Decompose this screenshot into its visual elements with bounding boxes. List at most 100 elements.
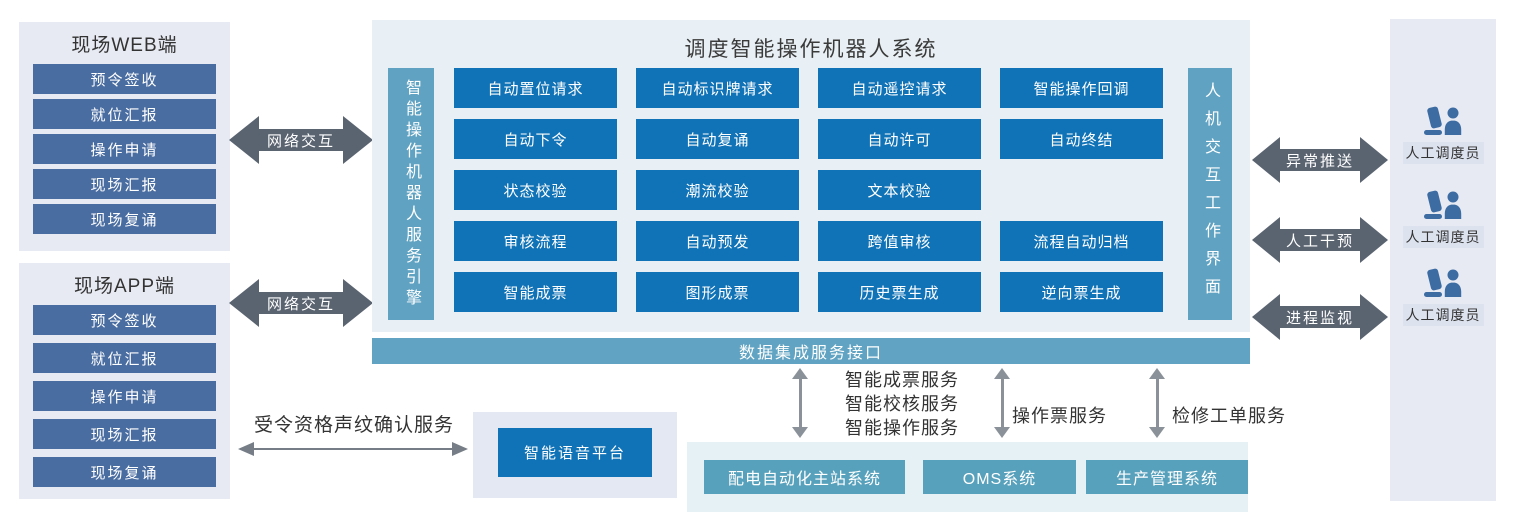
dispatcher-panel: 人工调度员 人工调度员 人工调度 <box>1390 19 1496 501</box>
arrow-head-right <box>1360 217 1388 263</box>
function-cell: 自动下令 <box>454 119 617 159</box>
arrow-head-right <box>343 279 373 327</box>
web-item: 预令签收 <box>33 64 216 94</box>
app-item: 预令签收 <box>33 305 216 335</box>
integration-arrow <box>1149 368 1165 438</box>
arrow-head-up <box>994 368 1010 379</box>
arrow-head-right <box>1360 137 1388 183</box>
web-item: 就位汇报 <box>33 99 216 129</box>
service-engine-bar: 智能操作机器人服务引擎 <box>388 68 434 320</box>
ticket-services-labels: 智能成票服务 智能校核服务 智能操作服务 <box>845 368 959 440</box>
grid-row: 自动下令 自动复诵 自动许可 自动终结 <box>454 119 1163 159</box>
web-item: 操作申请 <box>33 134 216 164</box>
arrow-shaft <box>798 379 802 427</box>
external-systems-panel: 配电自动化主站系统 OMS系统 生产管理系统 <box>687 442 1248 512</box>
function-cell: 历史票生成 <box>818 272 981 312</box>
function-cell: 图形成票 <box>636 272 799 312</box>
arrow-head-down <box>792 427 808 438</box>
service-label: 智能校核服务 <box>845 394 959 414</box>
grid-row: 智能成票 图形成票 历史票生成 逆向票生成 <box>454 272 1163 312</box>
arrow-head-left <box>229 116 259 164</box>
function-cell: 文本校验 <box>818 170 981 210</box>
arrow-head-right <box>1360 294 1388 340</box>
process-monitor-arrow: 进程监视 <box>1252 294 1388 340</box>
arrow-head-right <box>343 116 373 164</box>
app-item: 现场复诵 <box>33 457 216 487</box>
operation-ticket-service-label: 操作票服务 <box>1012 406 1107 426</box>
service-label: 智能成票服务 <box>845 370 959 390</box>
integration-arrow <box>792 368 808 438</box>
dispatcher: 人工调度员 <box>1390 105 1496 164</box>
function-cell: 自动预发 <box>636 221 799 261</box>
field-app-items: 预令签收 就位汇报 操作申请 现场汇报 现场复诵 <box>19 305 230 487</box>
arrow-head-up <box>792 368 808 379</box>
voiceprint-service-label: 受令资格声纹确认服务 <box>253 415 454 436</box>
hmi-interface-bar: 人机交互工作界面 <box>1188 68 1232 320</box>
function-cell: 自动许可 <box>818 119 981 159</box>
function-cell: 智能操作回调 <box>1000 68 1163 108</box>
web-item: 现场汇报 <box>33 169 216 199</box>
manual-intervention-arrow: 人工干预 <box>1252 217 1388 263</box>
operator-at-desk-icon <box>1424 106 1462 135</box>
dispatcher-label: 人工调度员 <box>1402 226 1484 248</box>
abnormal-push-arrow: 异常推送 <box>1252 137 1388 183</box>
arrow-label: 人工干预 <box>1280 229 1360 251</box>
app-item: 操作申请 <box>33 381 216 411</box>
hmi-interface-label: 人机交互工作界面 <box>1202 82 1219 306</box>
arrow-head-down <box>994 427 1010 438</box>
arrow-head-down <box>1149 427 1165 438</box>
dispatcher: 人工调度员 <box>1390 189 1496 248</box>
arrow-shaft <box>254 448 452 450</box>
app-item: 现场汇报 <box>33 419 216 449</box>
grid-row: 审核流程 自动预发 跨值审核 流程自动归档 <box>454 221 1163 261</box>
arrow-label: 进程监视 <box>1280 306 1360 328</box>
robot-system-panel: 调度智能操作机器人系统 智能操作机器人服务引擎 自动置位请求 自动标识牌请求 自… <box>372 20 1250 332</box>
field-web-title: 现场WEB端 <box>71 34 178 56</box>
dispatcher: 人工调度员 <box>1390 267 1496 326</box>
voiceprint-service-arrow <box>238 442 468 456</box>
web-item: 现场复诵 <box>33 204 216 234</box>
voice-platform-panel: 智能语音平台 <box>473 412 677 498</box>
system-box: 配电自动化主站系统 <box>704 460 905 494</box>
function-cell: 智能成票 <box>454 272 617 312</box>
field-app-title: 现场APP端 <box>73 275 176 297</box>
arrow-head-left <box>238 442 254 456</box>
function-grid: 自动置位请求 自动标识牌请求 自动遥控请求 智能操作回调 自动下令 自动复诵 自… <box>454 68 1163 323</box>
system-box: OMS系统 <box>923 460 1076 494</box>
arrow-shaft <box>1000 379 1004 427</box>
operator-at-desk-icon <box>1424 268 1462 297</box>
function-cell: 自动复诵 <box>636 119 799 159</box>
arrow-head-left <box>1252 137 1280 183</box>
system-title: 调度智能操作机器人系统 <box>684 38 938 61</box>
field-app-panel: 现场APP端 预令签收 就位汇报 操作申请 现场汇报 现场复诵 <box>19 263 230 499</box>
service-engine-label: 智能操作机器人服务引擎 <box>403 78 420 310</box>
arrow-head-left <box>229 279 259 327</box>
arrow-head-left <box>1252 294 1280 340</box>
data-interface-bar: 数据集成服务接口 <box>372 338 1250 364</box>
function-cell: 跨值审核 <box>818 221 981 261</box>
field-web-panel: 现场WEB端 预令签收 就位汇报 操作申请 现场汇报 现场复诵 <box>19 22 230 251</box>
grid-row: 自动置位请求 自动标识牌请求 自动遥控请求 智能操作回调 <box>454 68 1163 108</box>
function-cell: 自动遥控请求 <box>818 68 981 108</box>
service-label: 智能操作服务 <box>845 418 959 438</box>
network-arrow: 网络交互 <box>229 279 373 327</box>
function-cell: 状态校验 <box>454 170 617 210</box>
voice-platform-box: 智能语音平台 <box>498 428 652 477</box>
function-cell: 审核流程 <box>454 221 617 261</box>
dispatcher-label: 人工调度员 <box>1402 304 1484 326</box>
app-item: 就位汇报 <box>33 343 216 373</box>
arrow-head-left <box>1252 217 1280 263</box>
network-arrow-label: 网络交互 <box>259 129 343 151</box>
function-cell: 自动终结 <box>1000 119 1163 159</box>
system-box: 生产管理系统 <box>1086 460 1248 494</box>
arrow-shaft <box>1155 379 1159 427</box>
arrow-label: 异常推送 <box>1280 149 1360 171</box>
repair-order-service-label: 检修工单服务 <box>1172 406 1286 426</box>
integration-arrow <box>994 368 1010 438</box>
function-cell: 自动置位请求 <box>454 68 617 108</box>
function-cell: 自动标识牌请求 <box>636 68 799 108</box>
arrow-head-up <box>1149 368 1165 379</box>
field-web-items: 预令签收 就位汇报 操作申请 现场汇报 现场复诵 <box>19 64 230 234</box>
operator-at-desk-icon <box>1424 190 1462 219</box>
